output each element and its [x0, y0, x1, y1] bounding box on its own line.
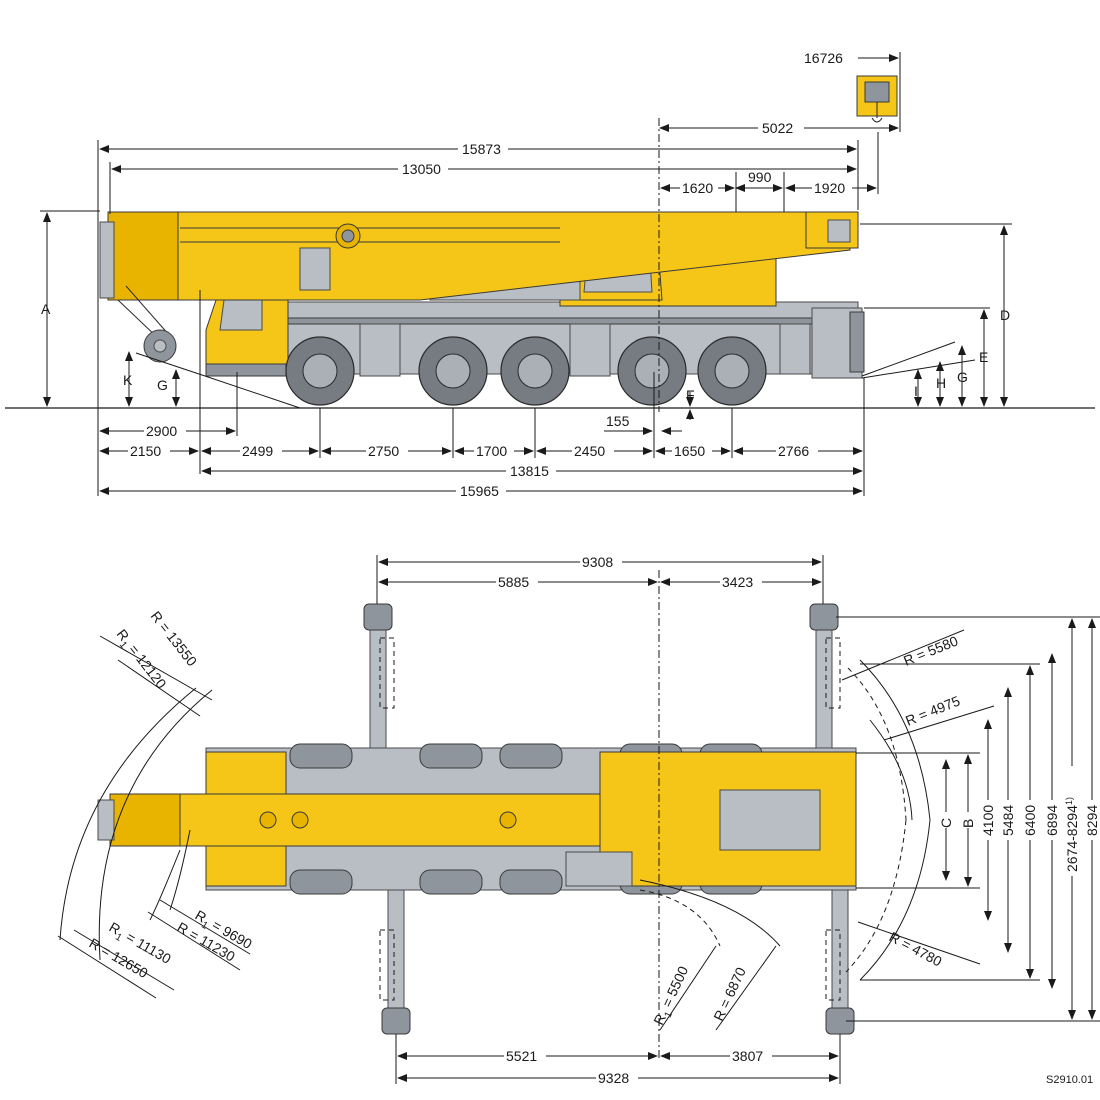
- radius-5580: R = 5580: [901, 632, 960, 668]
- dim-1620: 1620: [682, 180, 713, 196]
- dim-1920: 1920: [814, 180, 845, 196]
- dim-2674-8294: 2674-82941): [1064, 797, 1080, 872]
- rear-approach-line: [861, 341, 956, 377]
- dim-5521: 5521: [506, 1048, 537, 1064]
- dim-5885: 5885: [498, 574, 529, 590]
- dim-4100: 4100: [980, 805, 996, 836]
- radius-12120: R1 = 12120: [110, 626, 169, 694]
- dim-2150: 2150: [130, 443, 161, 459]
- dim-13050: 13050: [402, 161, 441, 177]
- label-F: F: [686, 387, 695, 403]
- radius-arc-13550: [98, 689, 213, 961]
- dim-3807: 3807: [732, 1048, 763, 1064]
- label-E: E: [979, 349, 988, 365]
- boom-top: [97, 751, 857, 887]
- label-G-front: G: [157, 377, 168, 393]
- label-K: K: [123, 372, 133, 388]
- front-approach-line: [135, 352, 206, 377]
- label-B: B: [960, 819, 976, 828]
- driver-cab: [205, 289, 289, 377]
- hook-block-icon: [856, 75, 898, 123]
- dim-5484: 5484: [1000, 805, 1016, 836]
- dim-1650: 1650: [674, 443, 705, 459]
- dim-990: 990: [748, 169, 772, 185]
- dim-5022: 5022: [762, 120, 793, 136]
- dim-15965: 15965: [460, 483, 499, 499]
- dim-2499: 2499: [242, 443, 273, 459]
- dim-2450: 2450: [574, 443, 605, 459]
- label-C: C: [938, 818, 954, 828]
- drawing-reference: S2910.01: [1046, 1074, 1093, 1086]
- label-A: A: [41, 301, 51, 317]
- dim-8294: 8294: [1084, 805, 1100, 836]
- radius-4975: R = 4975: [903, 692, 962, 728]
- dim-1700: 1700: [476, 443, 507, 459]
- dim-3423: 3423: [722, 574, 753, 590]
- dim-9328: 9328: [598, 1070, 629, 1086]
- carrier-chassis: [285, 301, 865, 379]
- radius-5500: R1 = 5500: [650, 963, 695, 1029]
- top-view: R = 13550 R1 = 12120 R = 5580 R = 4975 R…: [57, 554, 1100, 1086]
- dim-2766: 2766: [778, 443, 809, 459]
- outriggers: [363, 603, 855, 1035]
- label-I: I: [914, 383, 918, 399]
- radius-13550: R = 13550: [148, 608, 201, 669]
- telescopic-boom: [99, 211, 859, 301]
- dim-16726: 16726: [804, 50, 843, 66]
- label-D: D: [1000, 307, 1010, 323]
- dim-2750: 2750: [368, 443, 399, 459]
- boom-hook-icon: [117, 285, 177, 363]
- dim-155: 155: [606, 413, 630, 429]
- dim-6894: 6894: [1044, 805, 1060, 836]
- dim-6400: 6400: [1022, 805, 1038, 836]
- side-view: 16726 15873 5022 13050 1620 990 1920 A K…: [5, 50, 1095, 499]
- dim-13815: 13815: [510, 463, 549, 479]
- label-G-rear: G: [957, 369, 968, 385]
- radius-6870: R = 6870: [710, 964, 749, 1023]
- wheels: [285, 336, 767, 406]
- dim-9308: 9308: [582, 554, 613, 570]
- dim-15873: 15873: [462, 141, 501, 157]
- dim-2900: 2900: [146, 423, 177, 439]
- label-H: H: [936, 375, 946, 391]
